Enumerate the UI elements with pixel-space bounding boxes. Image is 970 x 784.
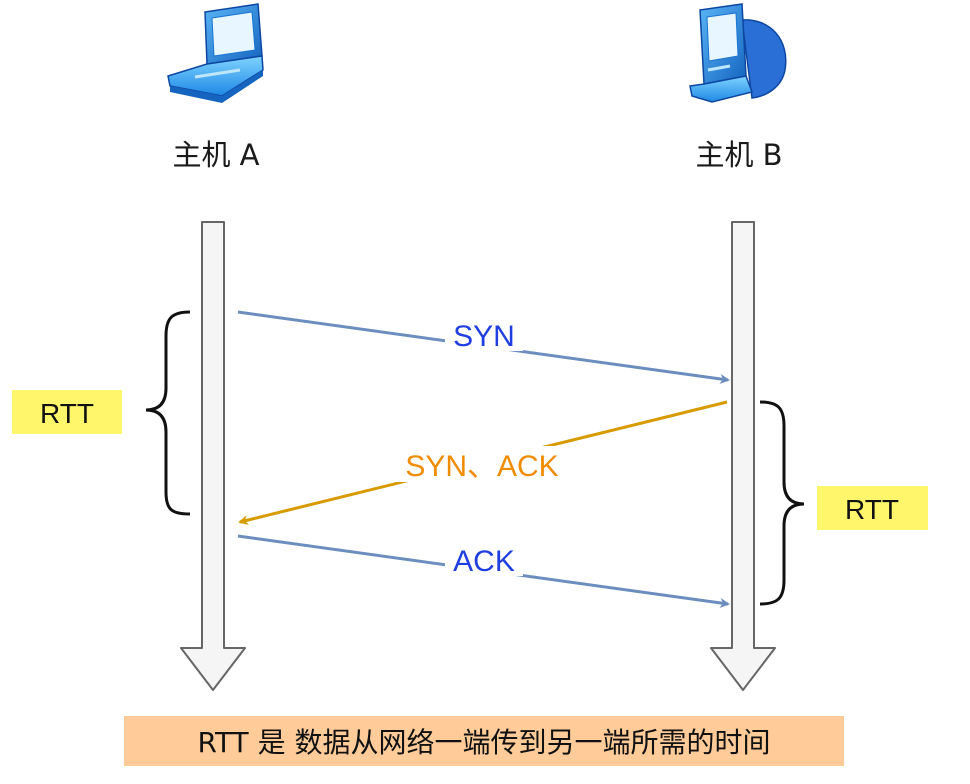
right-rtt-label: RTT [845,494,899,525]
left-rtt-label: RTT [40,398,94,429]
host-b-label: 主机 B [695,138,782,172]
ack-label: ACK [453,545,515,578]
syn-label-group: SYN [445,317,523,353]
left-rtt-brace [145,310,191,516]
timeline-a [180,221,246,691]
left-rtt-badge: RTT [12,390,122,434]
syn-label: SYN [453,320,515,353]
syn-ack-label-group: SYN、ACK [385,446,579,483]
right-rtt-badge: RTT [817,486,928,530]
caption-text: RTT 是 数据从网络一端传到另一端所需的时间 [198,726,771,759]
timeline-b [710,221,776,691]
laptop-icon [167,3,264,103]
host-a-label: 主机 A [172,138,259,172]
syn-ack-label: SYN、ACK [405,450,558,483]
ack-label-group: ACK [445,542,523,578]
right-rtt-brace [759,400,805,606]
caption-box: RTT 是 数据从网络一端传到另一端所需的时间 [124,716,844,766]
desktop-computer-icon [689,3,787,103]
